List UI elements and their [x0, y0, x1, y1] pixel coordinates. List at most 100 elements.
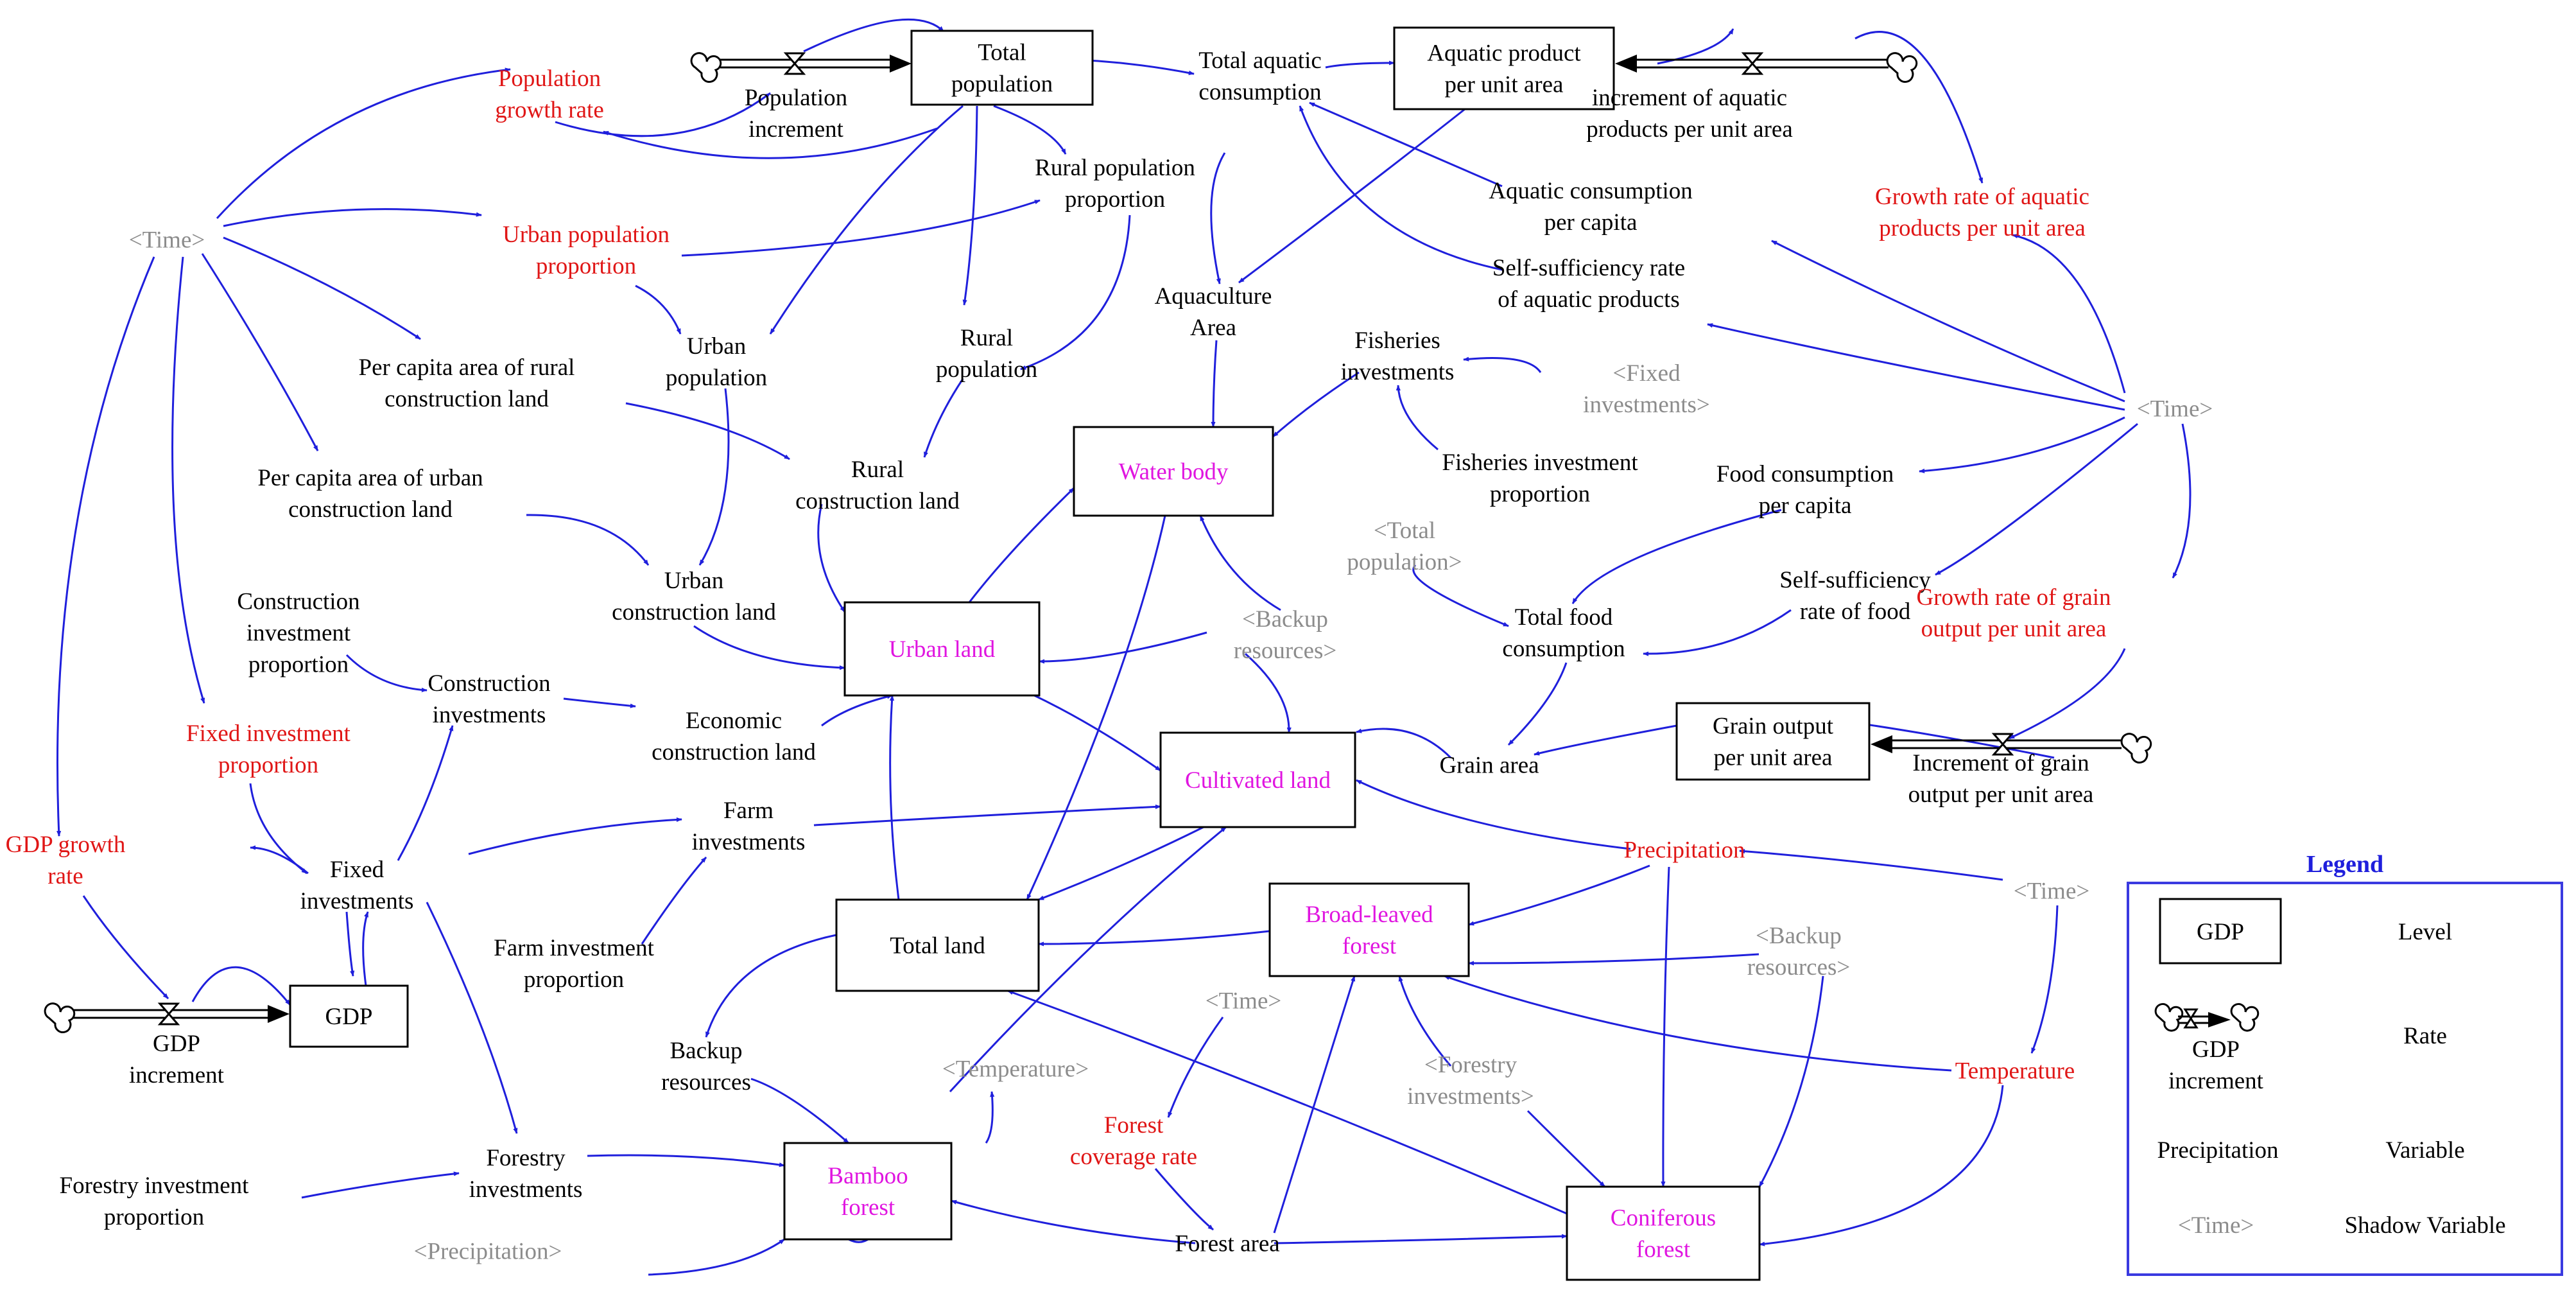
link-forestry-shadow-to-broad-leaved	[1398, 975, 1452, 1067]
policy-urban-population-proportion-line-2: proportion	[536, 253, 636, 279]
link-urban-construction-to-urban-land	[693, 625, 845, 670]
var-aquatic-consumption-per-capita-line-1: Aquatic consumption	[1489, 178, 1693, 204]
var-fisheries-investments-line-1: Fisheries	[1354, 327, 1440, 354]
var-total-food-consumption-line-1: Total food	[1515, 604, 1613, 631]
link-backup-shadow-to-urban-land	[1039, 631, 1207, 664]
legend-frame	[2127, 882, 2563, 1276]
var-urban-construction-land-line-2: construction land	[612, 599, 776, 625]
link-fixed-to-forestry	[426, 902, 518, 1134]
link-aquaculture-to-water-body	[1211, 340, 1218, 428]
legend-rate-sample-line-1: GDP	[2192, 1036, 2240, 1063]
causal-links	[56, 18, 2191, 1276]
legend-stock-sample-box	[2159, 898, 2282, 965]
var-per-capita-urban-land-line-1: Per capita area of urban	[257, 465, 483, 491]
link-growth-aquatic-to-increment	[1854, 31, 1984, 184]
link-rural-pop-to-rural-land	[923, 378, 964, 458]
var-increment-of-aquatic-products-line-1: increment of aquatic	[1592, 85, 1787, 111]
stock-box-bamboo-forest	[783, 1142, 953, 1241]
var-self-sufficiency-food-line-1: Self-sufficiency	[1779, 567, 1931, 593]
stock-gdp: GDP	[325, 1004, 372, 1030]
var-aquaculture-area-line-1: Aquaculture	[1155, 283, 1272, 310]
link-construction-proportion-to-investments	[345, 654, 428, 693]
stock-box-coniferous-forest	[1566, 1185, 1761, 1281]
policy-forest-coverage-rate-line-1: Forest	[1104, 1112, 1164, 1139]
link-farm-to-cultivated	[813, 804, 1161, 826]
var-construction-investments-line-2: investments	[433, 702, 546, 728]
shadow-time-left-line-1: <Time>	[129, 227, 205, 254]
var-gdp-increment-line-2: increment	[129, 1062, 225, 1088]
var-farm-investments-line-2: investments	[692, 829, 806, 855]
flow-gdp-increment-valve-icon	[157, 1002, 180, 1026]
link-fixed-proportion-to-fixed	[250, 845, 309, 875]
shadow-backup-resources-shadow-1-line-2: resources>	[1234, 638, 1337, 664]
var-fisheries-investment-proportion-line-2: proportion	[1490, 481, 1590, 507]
flow-grain-increment-valve-icon	[1991, 733, 2014, 756]
policy-forest-coverage-rate-line-2: coverage rate	[1070, 1144, 1197, 1170]
stock-grain-output-per-unit-area-line-1: Grain output	[1713, 713, 1834, 740]
flow-grain-increment	[1871, 733, 2122, 756]
shadow-forestry-investments-shadow-line-2: investments>	[1407, 1083, 1534, 1110]
flow-gdp-increment-cloud-icon	[44, 1002, 76, 1033]
shadow-time-middle-line-1: <Time>	[1206, 988, 1282, 1015]
shadow-temperature-shadow-line-1: <Temperature>	[942, 1056, 1089, 1083]
link-time-to-gdp-growth	[56, 256, 155, 837]
var-construction-investment-proportion-line-1: Construction	[237, 589, 359, 615]
shadow-total-population-shadow-line-1: <Total	[1374, 518, 1435, 544]
flow-population-increment-valve-icon	[783, 52, 806, 75]
link-total-population-to-urban-pop	[769, 105, 964, 335]
stock-box-cultivated-land	[1159, 731, 1356, 828]
shadow-time-left: <Time>	[129, 227, 205, 254]
link-time-to-food-consumption	[1919, 416, 2125, 473]
var-forestry-investment-proportion-line-1: Forestry investment	[60, 1173, 250, 1199]
policy-temperature: Temperature	[1955, 1058, 2075, 1085]
var-forest-area-line-1: Forest area	[1175, 1231, 1279, 1257]
var-farm-investments-line-1: Farm	[723, 798, 774, 824]
link-rural-proportion-to-rural-pop	[1020, 214, 1131, 371]
link-forestry-proportion-to-forestry	[301, 1171, 460, 1199]
link-rural-per-capita-to-rural-land	[625, 402, 790, 460]
var-population-increment-line-1: Population	[745, 85, 847, 111]
var-rural-construction-land-line-2: construction land	[795, 488, 960, 514]
link-food-per-capita-to-total-food	[1571, 509, 1782, 604]
link-forest-area-to-bamboo	[951, 1200, 1196, 1244]
legend-rate-sample-line-2: increment	[2168, 1068, 2264, 1094]
var-backup-resources-line-2: resources	[661, 1069, 751, 1096]
var-rural-population-proportion-line-1: Rural population	[1035, 155, 1195, 181]
var-farm-investments: Farm investments	[692, 798, 806, 855]
var-urban-population-line-1: Urban	[687, 333, 746, 360]
stock-grain-output-per-unit-area-line-2: per unit area	[1714, 745, 1833, 771]
link-fixed-to-farm	[468, 817, 682, 855]
flow-aquatic-increment	[1615, 52, 1889, 75]
policy-gdp-growth-rate-line-1: GDP growth	[6, 832, 126, 858]
link-temperature-to-coniferous	[1759, 1085, 2004, 1246]
var-economic-construction-land-line-2: construction land	[652, 739, 816, 765]
flow-aquatic-increment-cloud-icon	[1886, 52, 1918, 83]
link-total-aquatic-to-aquaculture	[1210, 152, 1226, 284]
var-construction-investment-proportion-line-3: proportion	[248, 652, 349, 678]
link-backup-to-bamboo	[750, 1078, 849, 1144]
var-increment-of-aquatic-products-line-2: products per unit area	[1586, 116, 1793, 143]
link-farm-proportion-to-farm	[641, 857, 707, 945]
policy-urban-population-proportion-line-1: Urban population	[503, 222, 670, 248]
stock-box-broad-leaved-forest	[1268, 882, 1470, 977]
link-total-pop-shadow-to-total-food	[1412, 564, 1509, 627]
link-forest-area-to-broad-leaved	[1273, 975, 1356, 1234]
var-per-capita-rural-land-line-1: Per capita area of rural	[359, 354, 575, 381]
policy-forest-coverage-rate: Forest coverage rate	[1070, 1112, 1197, 1170]
